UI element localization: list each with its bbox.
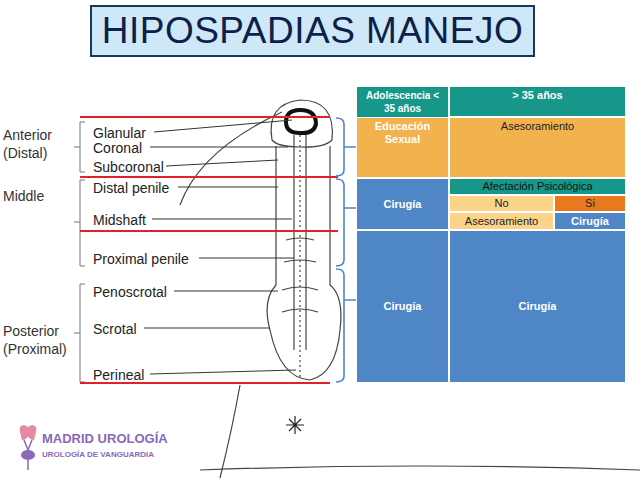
cell-text: Adolescencia < 35 años — [360, 89, 445, 115]
part-label: Subcoronal — [93, 158, 164, 176]
cell-text: No — [494, 197, 508, 210]
table-cell: Cirugía — [356, 230, 449, 383]
region-label: Posterior (Proximal) — [3, 322, 75, 358]
cell-text: Asesoramiento — [465, 215, 538, 228]
table-cell: > 35 años — [449, 86, 626, 117]
title-box: HIPOSPADIAS MANEJO — [90, 5, 535, 57]
region-brackets — [74, 122, 85, 382]
part-label: Distal penile — [93, 179, 169, 197]
part-label: Coronal — [93, 139, 142, 157]
cell-text: Cirugía — [519, 300, 557, 313]
cell-text: Educación Sexual — [360, 120, 445, 146]
part-label: Penoscrotal — [93, 283, 167, 301]
table-cell: Asesoramiento — [449, 117, 626, 178]
watermark: MADRID UROLOGÍA — [42, 431, 168, 447]
watermark-icon — [20, 425, 37, 470]
table-cell: Si — [554, 195, 626, 212]
cell-text: Cirugía — [384, 300, 422, 313]
asterisk-symbol — [286, 416, 304, 434]
cell-text: Asesoramiento — [501, 120, 574, 133]
part-label: Midshaft — [93, 211, 146, 229]
penis-outline — [180, 100, 640, 478]
table-cell: Educación Sexual — [356, 117, 449, 178]
part-label: Glanular — [93, 124, 146, 142]
table-cell: Cirugía — [554, 212, 626, 230]
blue-bracket — [336, 118, 356, 382]
table-cell: No — [449, 195, 554, 212]
cell-text: Cirugía — [571, 215, 609, 228]
region-label: Anterior (Distal) — [3, 126, 69, 162]
leader-lines — [144, 120, 296, 374]
cell-text: > 35 años — [512, 89, 562, 102]
table-cell: Afectación Psicológica — [449, 178, 626, 195]
title-text: HIPOSPADIAS MANEJO — [102, 10, 524, 52]
cell-text: Si — [585, 197, 595, 210]
watermark: UROLOGÍA DE VANGUARDIA — [42, 450, 154, 460]
part-label: Proximal penile — [93, 250, 189, 268]
table-cell: Asesoramiento — [449, 212, 554, 230]
region-label: Middle — [3, 187, 44, 205]
part-label: Scrotal — [93, 320, 137, 338]
cell-text: Afectación Psicológica — [482, 180, 592, 193]
part-label: Perineal — [93, 366, 144, 384]
table-cell: Cirugía — [356, 178, 449, 230]
table-cell: Adolescencia < 35 años — [356, 86, 449, 118]
cell-text: Cirugía — [384, 198, 422, 211]
red-divider — [80, 117, 338, 383]
table-cell: Cirugía — [449, 230, 626, 383]
